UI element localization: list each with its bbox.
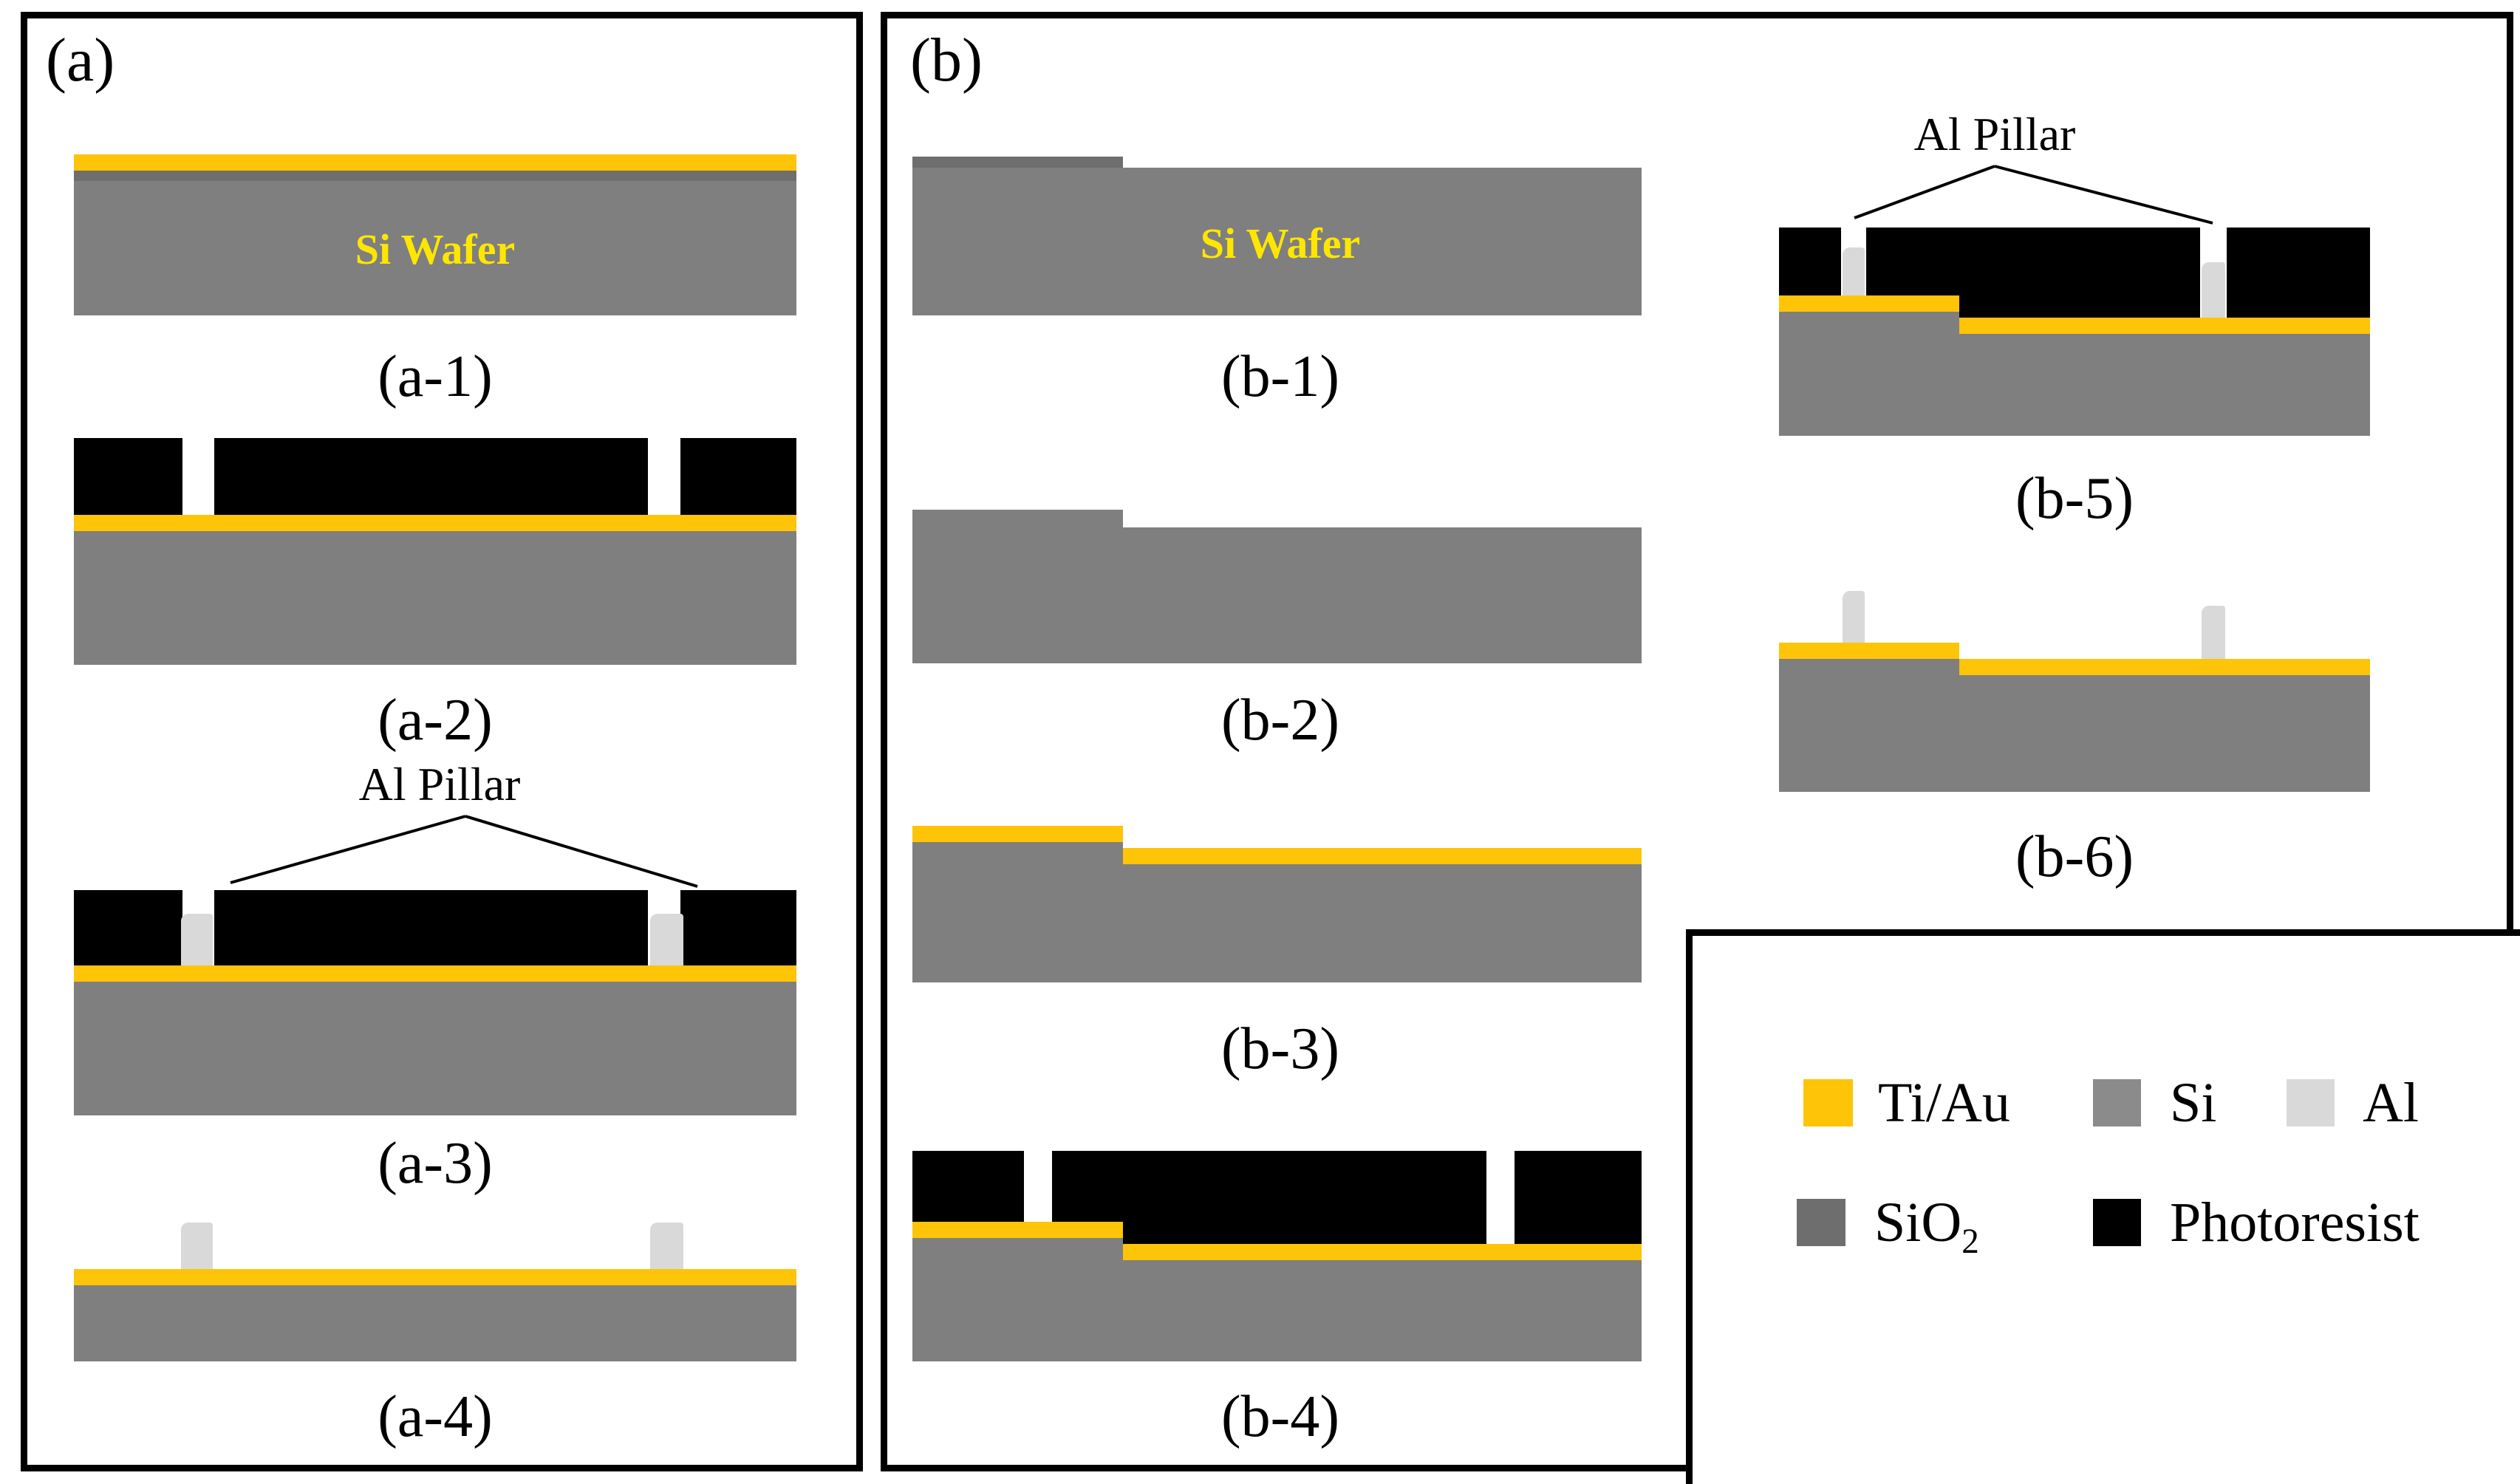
a4-al-pillar-right [650,1223,683,1269]
b5-si-lower [1959,334,2370,436]
b4-tiau-upper [912,1222,1123,1238]
b5-si-upper [1779,312,1959,436]
a4-tiau-layer [74,1269,796,1285]
legend-label-photoresist: Photoresist [2170,1191,2420,1254]
b-al-pillar-pointer-lines [1854,165,2213,225]
b5-photoresist-left [1779,228,1841,295]
legend-swatch-ti-au [1803,1079,1853,1126]
a-al-pillar-pointer-lines [230,815,698,888]
b6-caption: (b-6) [2015,824,2134,889]
a2-caption: (a-2) [378,688,493,753]
legend-swatch-photoresist [2093,1199,2141,1246]
a4-al-pillar-left [181,1223,213,1269]
legend-swatch-al [2287,1079,2335,1126]
b3-tiau-lower [1123,848,1642,864]
b1-caption: (b-1) [1221,344,1339,409]
b4-tiau-lower [1123,1244,1642,1260]
b2-caption: (b-2) [1221,688,1339,753]
b1-si-wafer-label: Si Wafer [1200,219,1361,267]
panel-a-label: (a) [46,26,115,95]
b4-si-lower [1123,1260,1642,1361]
b4-photoresist-right [1515,1151,1642,1244]
b5-tiau-upper [1779,295,1959,312]
a3-al-pillar-left [181,914,213,965]
a3-photoresist-right [680,890,796,965]
a-al-pillar-annotation: Al Pillar [358,758,521,810]
b1-si-wafer-block [912,168,1642,315]
b5-al-pillar-left [1843,247,1865,295]
b5-photoresist-right [2227,228,2370,318]
b3-si-lower [1123,864,1642,982]
a3-tiau-layer [74,965,796,982]
b5-al-pillar-right [2202,262,2225,318]
a3-al-pillar-right [650,914,683,965]
a2-tiau-layer [74,515,796,531]
a2-si-wafer-block [74,531,796,665]
legend-label-si: Si [2170,1072,2217,1134]
b3-tiau-upper [912,826,1123,842]
a1-si-wafer-block [74,181,796,315]
b1-sio2-cap [912,157,1123,168]
legend: Ti/Au Si Al SiO2 Photoresist [1686,929,2520,1484]
b3-si-upper [912,842,1123,982]
b6-tiau-upper [1779,643,1959,659]
a3-caption: (a-3) [378,1131,493,1196]
b6-tiau-lower [1959,659,2370,675]
b4-photoresist-left [912,1151,1024,1222]
b-al-pillar-annotation: Al Pillar [1913,108,2076,160]
b5-caption: (b-5) [2015,466,2134,531]
a3-photoresist-middle [214,890,648,965]
legend-swatch-sio2 [1797,1199,1845,1246]
legend-label-al: Al [2363,1072,2419,1134]
a2-photoresist-middle [214,438,648,515]
panel-b-label: (b) [910,26,983,95]
b4-caption: (b-4) [1221,1384,1339,1449]
b6-si-upper [1779,659,1959,792]
b2-si-raised-step [912,510,1123,527]
b4-photoresist-middle [1052,1151,1486,1244]
legend-swatch-si [2093,1079,2141,1126]
b2-si-wafer-block [912,527,1642,663]
legend-label-ti-au: Ti/Au [1878,1072,2010,1134]
b6-al-pillar-left [1843,591,1865,643]
a2-photoresist-right [680,438,796,515]
a2-photoresist-left [74,438,182,515]
a1-caption: (a-1) [378,344,493,409]
b4-si-upper [912,1238,1123,1361]
a3-photoresist-left [74,890,182,965]
legend-label-sio2-base: SiO [1874,1191,1962,1254]
legend-label-sio2: SiO2 [1874,1189,1979,1259]
b6-al-pillar-right [2202,606,2225,659]
a4-si-wafer-block [74,1285,796,1361]
legend-label-sio2-subscript: 2 [1961,1223,1979,1262]
a1-si-wafer-label: Si Wafer [355,225,516,273]
b6-si-lower [1959,675,2370,792]
a1-sio2-layer [74,171,796,181]
b5-tiau-lower [1959,318,2370,334]
a3-si-wafer-block [74,982,796,1115]
a1-tiau-layer [74,154,796,171]
a4-caption: (a-4) [378,1384,493,1449]
b3-caption: (b-3) [1221,1016,1339,1081]
